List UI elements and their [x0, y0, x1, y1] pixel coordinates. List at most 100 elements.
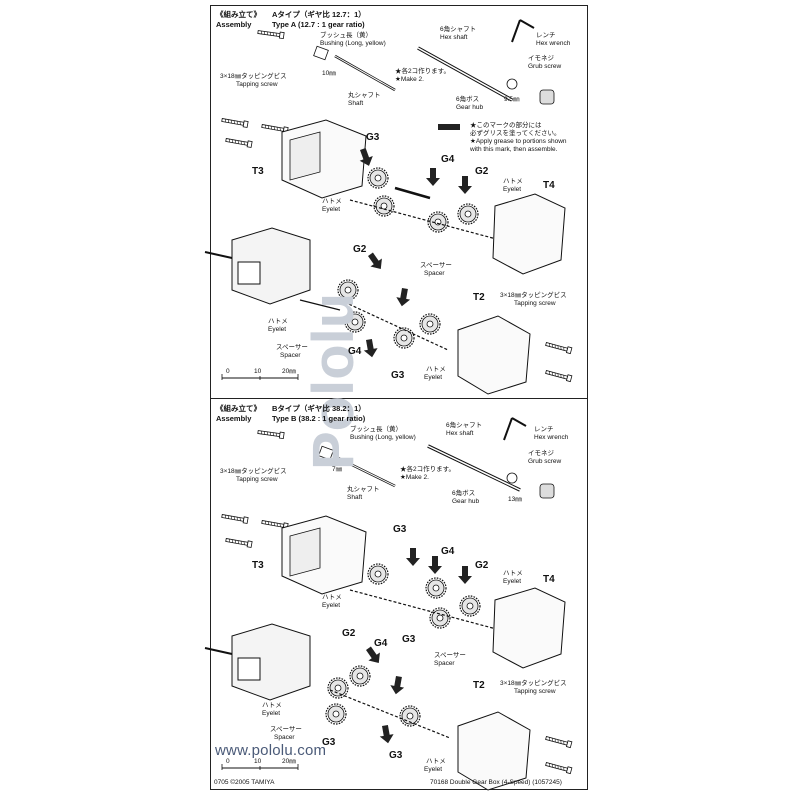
- bottom-screw-jp: 3×18㎜タッピングビス: [220, 468, 287, 475]
- top-label-g3-a: G3: [366, 132, 380, 143]
- bottom-spacer-b-jp: スペーサー: [270, 726, 302, 733]
- top-eyelet-a-en: Eyelet: [503, 186, 522, 193]
- top-eyelet-d-jp: ハトメ: [426, 366, 446, 373]
- bottom-shaft-en: Shaft: [347, 494, 363, 501]
- top-grease-jp1: ★このマークの部分には: [470, 122, 542, 129]
- bottom-hexshaft-jp: 6角シャフト: [446, 422, 483, 429]
- bottom-spacer-a-en: Spacer: [434, 660, 455, 667]
- top-gearhub-en: Gear hub: [456, 104, 484, 111]
- top-title-jp: 《組み立て》: [216, 10, 261, 19]
- top-make2-en: ★Make 2.: [395, 76, 424, 83]
- bottom-wrench-jp: レンチ: [534, 426, 554, 433]
- bottom-scale-0: 0: [226, 758, 230, 765]
- bottom-label-t2: T2: [473, 680, 485, 691]
- watermark-text: Pololu: [301, 292, 366, 470]
- bottom-label-t4: T4: [543, 574, 555, 585]
- top-wrench-jp: レンチ: [536, 32, 556, 39]
- top-label-g4-a: G4: [441, 154, 455, 165]
- bottom-shaft-jp: 丸シャフト: [347, 486, 380, 493]
- bottom-gearhub-en: Gear hub: [452, 498, 480, 505]
- top-title-en: Assembly: [216, 20, 252, 29]
- top-grease-jp2: 必ずグリスを塗ってください。: [470, 130, 561, 137]
- bottom-label-g3-c: G3: [322, 737, 336, 748]
- bottom-label-g3-b: G3: [402, 634, 416, 645]
- top-eyelet-d-en: Eyelet: [424, 374, 443, 381]
- top-bushing-en: Bushing (Long, yellow): [320, 40, 386, 47]
- top-label-t4: T4: [543, 180, 555, 191]
- bottom-eyelet-a-jp: ハトメ: [503, 570, 523, 577]
- bottom-label-g2-a: G2: [475, 560, 489, 571]
- bottom-label-g3-a: G3: [393, 524, 407, 535]
- top-eyelet-a-jp: ハトメ: [503, 178, 523, 185]
- section-divider: [210, 398, 588, 399]
- top-shaft-en: Shaft: [348, 100, 364, 107]
- bottom-eyelet-b-jp: ハトメ: [322, 594, 342, 601]
- bottom-eyelet-b-en: Eyelet: [322, 602, 341, 609]
- top-section-art: [204, 19, 573, 395]
- top-grease-en1: ★Apply grease to portions shown: [470, 138, 567, 145]
- bottom-label-g3-d: G3: [389, 750, 403, 761]
- top-eyelet-c-en: Eyelet: [268, 326, 287, 333]
- top-scale-20: 20㎜: [282, 368, 296, 375]
- top-spacer-b-en: Spacer: [280, 352, 301, 359]
- bottom-screw2-jp: 3×18㎜タッピングビス: [500, 680, 567, 687]
- top-label-g2-a: G2: [475, 166, 489, 177]
- pololu-url[interactable]: www.pololu.com: [215, 742, 327, 759]
- top-dim-10: 10㎜: [322, 70, 336, 77]
- top-grease-en2: with this mark, then assemble.: [470, 146, 558, 153]
- bottom-make2-en: ★Make 2.: [400, 474, 429, 481]
- top-make2-jp: ★各2コ作ります。: [395, 68, 450, 75]
- bottom-grub-jp: イモネジ: [528, 450, 554, 457]
- footer-copyright: 0705 ©2005 TAMIYA: [214, 779, 275, 786]
- bottom-hexshaft-en: Hex shaft: [446, 430, 474, 437]
- top-bushing-jp: ブッシュ長（黄）: [320, 32, 372, 39]
- bottom-type-en: Type B (38.2 : 1 gear ratio): [272, 414, 366, 423]
- top-gearhub-jp: 6角ボス: [456, 96, 480, 103]
- bottom-type-jp: Bタイプ（ギヤ比 38.2：1）: [272, 404, 366, 413]
- top-eyelet-b-jp: ハトメ: [322, 198, 342, 205]
- top-scale-0: 0: [226, 368, 230, 375]
- bottom-eyelet-c-jp: ハトメ: [262, 702, 282, 709]
- bottom-bushing-jp: ブッシュ長（黄）: [350, 426, 402, 433]
- top-grub-en: Grub screw: [528, 63, 562, 70]
- top-eyelet-c-jp: ハトメ: [268, 318, 288, 325]
- top-spacer-a-en: Spacer: [424, 270, 445, 277]
- bottom-label-g4-b: G4: [374, 638, 388, 649]
- bottom-eyelet-c-en: Eyelet: [262, 710, 281, 717]
- bottom-title-en: Assembly: [216, 414, 252, 423]
- top-scale-10: 10: [254, 368, 262, 375]
- bottom-eyelet-d-jp: ハトメ: [426, 758, 446, 765]
- top-screw-jp: 3×18㎜タッピングビス: [220, 73, 287, 80]
- bottom-bushing-en: Bushing (Long, yellow): [350, 434, 416, 441]
- top-eyelet-b-en: Eyelet: [322, 206, 341, 213]
- bottom-screw2-en: Tapping screw: [514, 688, 556, 695]
- bottom-eyelet-a-en: Eyelet: [503, 578, 522, 585]
- top-type-jp: Aタイプ（ギヤ比 12.7：1）: [272, 10, 366, 19]
- top-hexshaft-jp: 6角シャフト: [440, 26, 477, 33]
- bottom-eyelet-d-en: Eyelet: [424, 766, 443, 773]
- top-wrench-en: Hex wrench: [536, 40, 571, 47]
- top-type-en: Type A (12.7 : 1 gear ratio): [272, 20, 365, 29]
- bottom-scale-10: 10: [254, 758, 262, 765]
- bottom-wrench-en: Hex wrench: [534, 434, 569, 441]
- top-spacer-a-jp: スペーサー: [420, 262, 452, 269]
- bottom-label-g4-a: G4: [441, 546, 455, 557]
- top-screw2-jp: 3×18㎜タッピングビス: [500, 292, 567, 299]
- top-screw2-en: Tapping screw: [514, 300, 556, 307]
- top-hexshaft-en: Hex shaft: [440, 34, 468, 41]
- bottom-make2-jp: ★各2コ作ります。: [400, 466, 455, 473]
- bottom-section-art: [204, 417, 573, 791]
- top-dim-9-5: 9.5㎜: [504, 96, 520, 103]
- bottom-label-g2-b: G2: [342, 628, 356, 639]
- top-label-t3: T3: [252, 166, 264, 177]
- footer-product: 70168 Double Gear Box (4-Speed) (1057245…: [430, 779, 562, 786]
- bottom-grub-en: Grub screw: [528, 458, 562, 465]
- bottom-screw-en: Tapping screw: [236, 476, 278, 483]
- top-grub-jp: イモネジ: [528, 55, 554, 62]
- bottom-gearhub-jp: 6角ボス: [452, 490, 476, 497]
- top-screw-en: Tapping screw: [236, 81, 278, 88]
- bottom-spacer-a-jp: スペーサー: [434, 652, 466, 659]
- bottom-dim-13: 13㎜: [508, 496, 522, 503]
- top-label-g2-b: G2: [353, 244, 367, 255]
